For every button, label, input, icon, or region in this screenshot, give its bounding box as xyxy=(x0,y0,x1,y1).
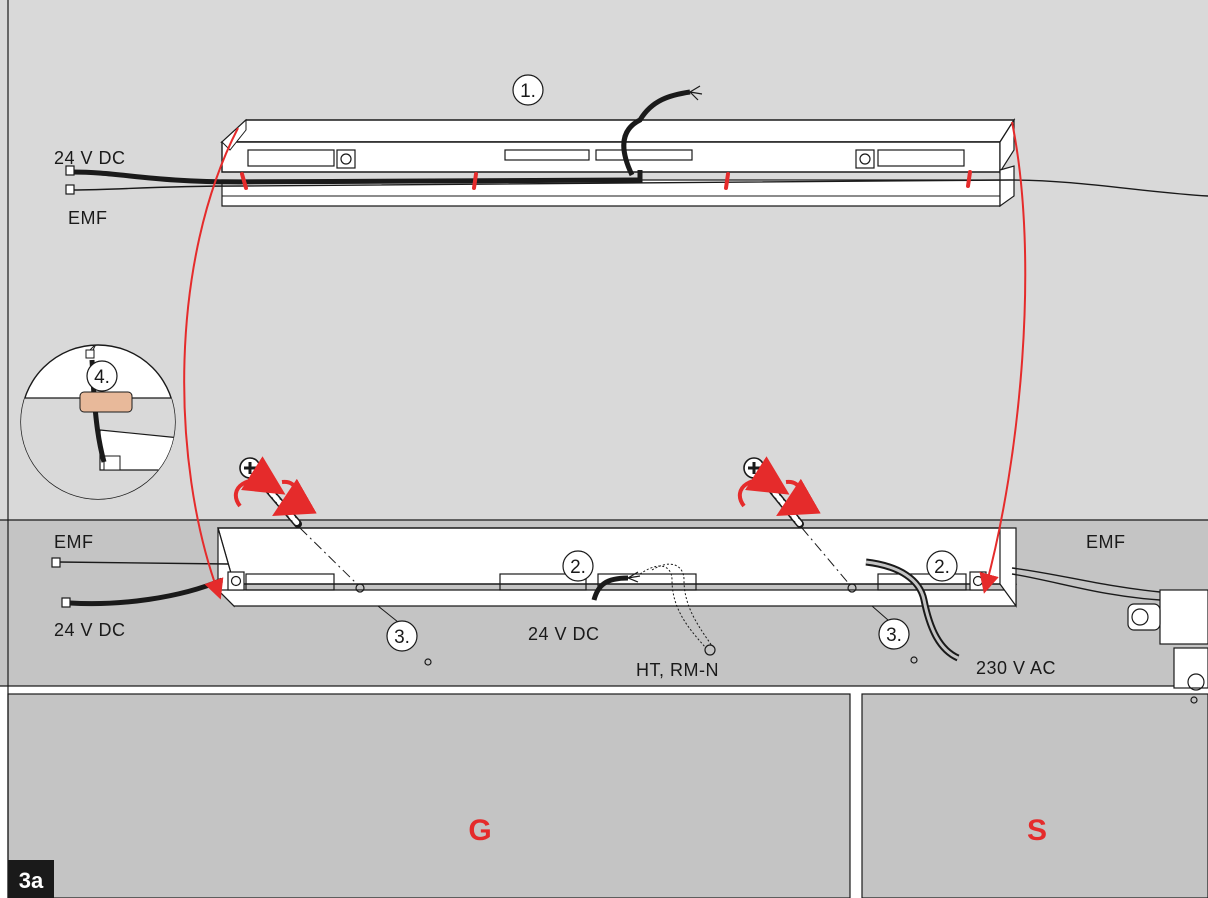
label-230vac: 230 V AC xyxy=(976,658,1056,678)
figure-badge: 3a xyxy=(8,860,54,898)
label-emf-right: EMF xyxy=(1086,532,1126,552)
zone-label-s: S xyxy=(1027,814,1047,847)
step-marker-2-left: 2. xyxy=(562,550,594,582)
door-operator-fragment xyxy=(1127,589,1208,704)
label-emf-top: EMF xyxy=(68,208,108,228)
step-marker-3-left: 3. xyxy=(377,605,432,666)
svg-text:1.: 1. xyxy=(520,81,536,102)
placement-arrow-right xyxy=(979,121,1027,594)
label-ht-rmn: HT, RM-N xyxy=(636,660,719,680)
cable-clip-marks xyxy=(240,170,972,190)
label-24vdc-left: 24 V DC xyxy=(54,620,126,640)
label-emf-left: EMF xyxy=(54,532,94,552)
step-marker-4: 4. xyxy=(86,360,118,392)
step-marker-2-right: 2. xyxy=(926,550,958,582)
door-leaf-s xyxy=(861,693,1208,898)
svg-text:2.: 2. xyxy=(934,557,950,578)
step-marker-3-right: 3. xyxy=(871,605,918,664)
cover-part xyxy=(220,117,1016,208)
svg-text:2.: 2. xyxy=(570,557,586,578)
label-24vdc-mid: 24 V DC xyxy=(528,624,600,644)
wall-background xyxy=(0,0,1208,520)
svg-text:3.: 3. xyxy=(394,627,410,648)
step-marker-1: 1. xyxy=(512,74,544,106)
zone-label-g: G xyxy=(468,814,491,847)
door-leaf-g xyxy=(7,693,851,898)
placement-arrow-left xyxy=(183,127,239,600)
screw-icon xyxy=(737,456,851,586)
svg-text:4.: 4. xyxy=(94,367,110,388)
base-plate-part xyxy=(216,527,1017,608)
label-24vdc-top: 24 V DC xyxy=(54,148,126,168)
screw-icon xyxy=(233,456,359,586)
svg-text:3a: 3a xyxy=(19,868,44,893)
svg-text:3.: 3. xyxy=(886,625,902,646)
